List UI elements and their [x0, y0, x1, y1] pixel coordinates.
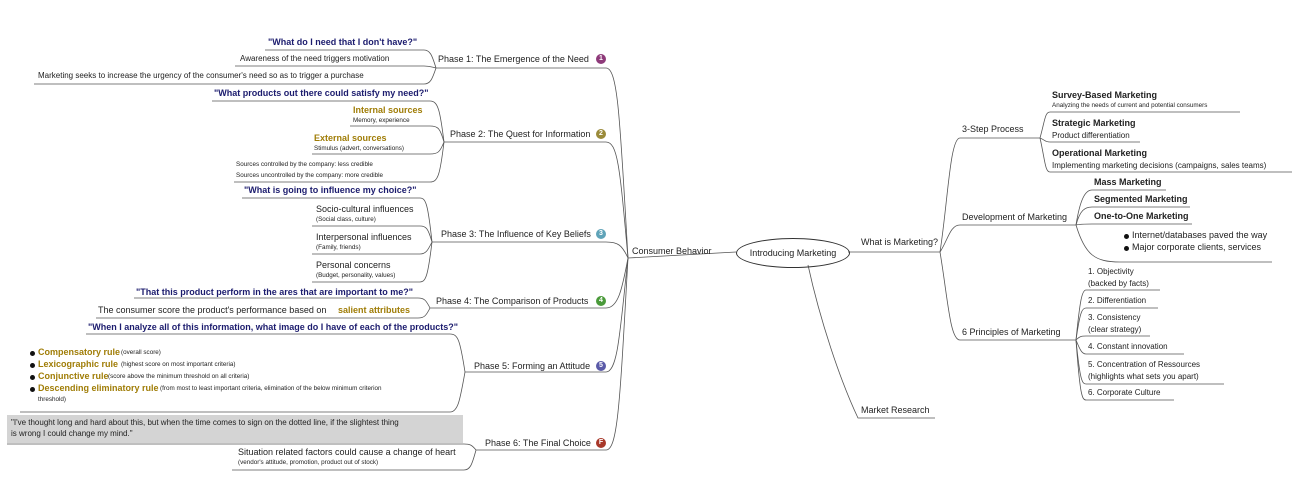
phase-6-situation-sub: (vendor's attitude, promotion, product o…	[238, 459, 379, 466]
compensatory-rule[interactable]: Compensatory rule	[38, 347, 121, 357]
phase-1-question: "What do I need that I don't have?"	[268, 37, 418, 47]
phase-6-situation: Situation related factors could cause a …	[238, 447, 456, 457]
descending-sub-2: threshold)	[38, 396, 67, 403]
phase-6-quote-line-2: is wrong I could change my mind."	[11, 429, 133, 438]
one-to-one-node[interactable]: One-to-One Marketing	[1094, 211, 1189, 221]
principle-5-sub: (highlights what sets you apart)	[1088, 372, 1199, 381]
consumer-behavior-node[interactable]: Consumer Behavior	[632, 246, 712, 256]
mass-marketing-node[interactable]: Mass Marketing	[1094, 177, 1162, 187]
six-principles-node[interactable]: 6 Principles of Marketing	[962, 327, 1061, 337]
phase-6-quote-line-1: "I've thought long and hard about this, …	[11, 418, 399, 427]
conjunctive-rule[interactable]: Conjunctive rule	[38, 371, 109, 381]
descending-rule[interactable]: Descending eliminatory rule	[38, 383, 159, 393]
controlled-sources: Sources controlled by the company: less …	[236, 161, 373, 168]
phase-1-icon: 1	[596, 54, 606, 64]
phase-3-question: "What is going to influence my choice?"	[244, 185, 417, 195]
bullet-icon	[30, 351, 35, 356]
survey-based-node[interactable]: Survey-Based Marketing	[1052, 90, 1158, 100]
personal-concerns-sub: (Budget, personality, values)	[316, 272, 396, 279]
internet-item: Internet/databases paved the way	[1132, 230, 1268, 240]
phase-4-icon: 4	[596, 296, 606, 306]
phase-5-node[interactable]: Phase 5: Forming an Attitude	[474, 361, 591, 371]
phase-6-quote: "I've thought long and hard about this, …	[7, 415, 463, 443]
principle-3[interactable]: 3. Consistency	[1088, 313, 1141, 322]
internal-sources[interactable]: Internal sources	[353, 105, 423, 115]
phase-4-question: "That this product perform in the ares t…	[136, 287, 414, 297]
phase-6-icon: F	[596, 438, 606, 448]
phase-2-node[interactable]: Phase 2: The Quest for Information	[450, 129, 591, 139]
uncontrolled-sources: Sources uncontrolled by the company: mor…	[236, 172, 384, 179]
bullet-icon	[30, 387, 35, 392]
personal-concerns[interactable]: Personal concerns	[316, 260, 391, 270]
principle-1[interactable]: 1. Objectivity	[1088, 267, 1134, 276]
external-sources[interactable]: External sources	[314, 133, 387, 143]
phase-4-node[interactable]: Phase 4: The Comparison of Products	[436, 296, 589, 306]
what-is-marketing-node[interactable]: What is Marketing?	[861, 237, 939, 247]
central-label: Introducing Marketing	[749, 248, 837, 258]
operational-node[interactable]: Operational Marketing	[1052, 148, 1148, 158]
principle-6[interactable]: 6. Corporate Culture	[1088, 388, 1161, 397]
conjunctive-sub: (score above the minimum threshold on al…	[108, 373, 250, 380]
interpersonal[interactable]: Interpersonal influences	[316, 232, 412, 242]
survey-based-sub: Analyzing the needs of current and poten…	[1052, 102, 1208, 109]
principle-4[interactable]: 4. Constant innovation	[1088, 342, 1168, 351]
principle-1-sub: (backed by facts)	[1088, 279, 1149, 288]
three-step-node[interactable]: 3-Step Process	[962, 124, 1024, 134]
strategic-node[interactable]: Strategic Marketing	[1052, 118, 1136, 128]
internal-sources-sub: Memory, experience	[353, 117, 410, 124]
operational-sub: Implementing marketing decisions (campai…	[1052, 161, 1267, 170]
salient-attributes[interactable]: salient attributes	[338, 305, 411, 315]
bullet-icon	[1124, 246, 1129, 251]
phase-1-node[interactable]: Phase 1: The Emergence of the Need	[438, 54, 589, 64]
phase-6-node[interactable]: Phase 6: The Final Choice	[485, 438, 591, 448]
phase-1-marketing: Marketing seeks to increase the urgency …	[38, 71, 364, 80]
phase-5-icon: 5	[596, 361, 606, 371]
segmented-marketing-node[interactable]: Segmented Marketing	[1094, 194, 1188, 204]
market-research-node[interactable]: Market Research	[861, 405, 930, 415]
central-node[interactable]: Introducing Marketing	[736, 238, 850, 268]
phase-1-awareness: Awareness of the need triggers motivatio…	[240, 54, 390, 63]
principle-5[interactable]: 5. Concentration of Ressources	[1088, 360, 1201, 369]
phase-3-node[interactable]: Phase 3: The Influence of Key Beliefs	[441, 229, 591, 239]
phase-2-icon: 2	[596, 129, 606, 139]
strategic-sub: Product differentiation	[1052, 131, 1130, 140]
lexicographic-sub: (highest score on most important criteri…	[121, 361, 236, 368]
phase-3-icon: 3	[596, 229, 606, 239]
descending-sub: (from most to least important criteria, …	[160, 385, 382, 392]
principle-3-sub: (clear strategy)	[1088, 325, 1142, 334]
major-clients-item: Major corporate clients, services	[1132, 242, 1262, 252]
development-node[interactable]: Development of Marketing	[962, 212, 1068, 222]
interpersonal-sub: (Family, friends)	[316, 244, 361, 251]
principle-2[interactable]: 2. Differentiation	[1088, 296, 1147, 305]
phase-5-question: "When I analyze all of this information,…	[88, 322, 459, 332]
bullet-icon	[30, 363, 35, 368]
bullet-icon	[1124, 234, 1129, 239]
external-sources-sub: Stimulus (advert, conversations)	[314, 145, 404, 152]
phase-4-score: The consumer score the product's perform…	[98, 305, 327, 315]
lexicographic-rule[interactable]: Lexicographic rule	[38, 359, 119, 369]
bullet-icon	[30, 375, 35, 380]
phase-2-question: "What products out there could satisfy m…	[214, 88, 429, 98]
compensatory-sub: (overall score)	[121, 349, 161, 356]
socio-cultural[interactable]: Socio-cultural influences	[316, 204, 414, 214]
socio-cultural-sub: (Social class, culture)	[316, 216, 376, 223]
